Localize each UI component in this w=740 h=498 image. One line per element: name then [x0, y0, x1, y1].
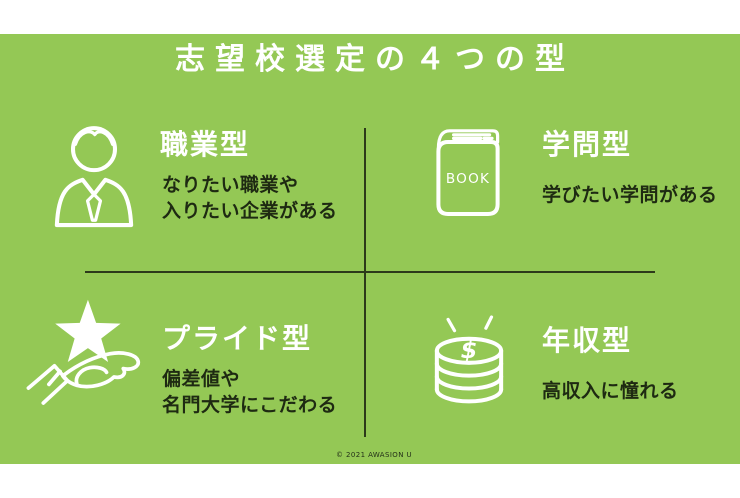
description-line: 入りたい企業がある — [162, 200, 338, 222]
quadrant-description: 学びたい学問がある — [542, 182, 718, 208]
description-line: 高収入に憧れる — [542, 380, 679, 402]
page-title: 志望校選定の４つの型 — [175, 42, 575, 77]
quadrant-title: 学問型 — [542, 128, 633, 161]
quadrant-title: 職業型 — [160, 128, 251, 161]
coins-icon: $ — [424, 303, 514, 421]
description-line: なりたい職業や — [162, 174, 299, 196]
copyright-watermark: © 2021 AWASION U — [336, 451, 412, 459]
green-panel — [0, 34, 740, 464]
quadrant-title: プライド型 — [162, 322, 313, 355]
description-line: 偏差値や — [162, 368, 241, 390]
quadrant-description: なりたい職業や 入りたい企業がある — [162, 172, 338, 224]
quadrant-description: 偏差値や 名門大学にこだわる — [162, 366, 337, 418]
quadrant-title: 年収型 — [542, 324, 633, 357]
vertical-divider — [364, 128, 366, 437]
book-icon: BOOK — [428, 118, 508, 230]
hand-star-icon — [26, 297, 148, 429]
dollar-symbol: $ — [461, 336, 478, 364]
book-label: BOOK — [446, 171, 490, 187]
quadrant-description: 高収入に憧れる — [542, 378, 679, 404]
businessperson-icon — [52, 120, 136, 230]
description-line: 学びたい学問がある — [542, 184, 718, 206]
horizontal-divider — [85, 271, 655, 273]
description-line: 名門大学にこだわる — [162, 394, 338, 416]
